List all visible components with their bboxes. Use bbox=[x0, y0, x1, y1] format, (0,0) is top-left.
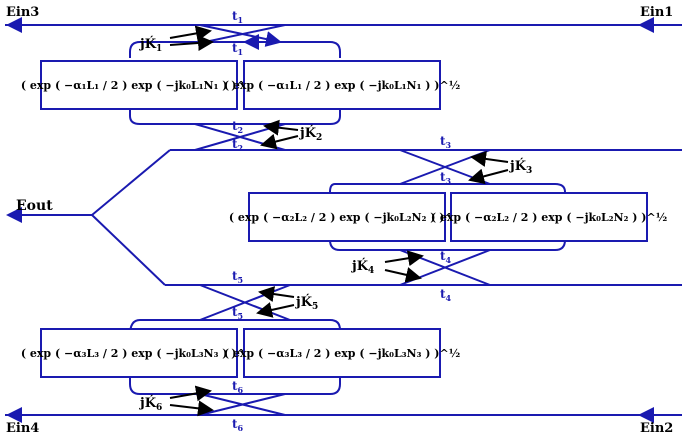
kappa-3-arrow-a bbox=[470, 151, 509, 167]
ring1-left-formula: ( exp ( −α₁L₁ / 2 ) exp ( −jk₀L₁N₁ ) )^½ bbox=[20, 78, 258, 92]
ring3-right-arm-box: ( exp ( −α₃L₃ / 2 ) exp ( −jk₀L₃N₃ ) )^½ bbox=[224, 328, 460, 378]
kappa-label-2: jḰ2 bbox=[299, 125, 322, 143]
coupler-t6-cross-b bbox=[199, 393, 286, 416]
ring3-right-formula: ( exp ( −α₃L₃ / 2 ) exp ( −jk₀L₃N₃ ) )^½ bbox=[223, 346, 461, 360]
kappa-label-3: jḰ3 bbox=[509, 158, 532, 176]
coupler-label-t4-bottom: t4 bbox=[440, 287, 452, 303]
kappa-4-arrow-a bbox=[384, 250, 424, 267]
coupler-label-t2-top: t2 bbox=[232, 119, 243, 135]
ring1-bottom bbox=[129, 110, 341, 125]
ring2-tl bbox=[329, 183, 345, 193]
kappa-label-5: jḰ5 bbox=[295, 294, 318, 312]
kappa-label-6: jḰ6 bbox=[139, 395, 162, 413]
kappa-5-arrow-a bbox=[258, 286, 295, 302]
ring3-left-formula: ( exp ( −α₃L₃ / 2 ) exp ( −jk₀L₃N₃ ) )^½ bbox=[20, 346, 258, 360]
kappa-label-1: jḰ1 bbox=[139, 36, 162, 54]
port-label-ein3: Ein3 bbox=[6, 5, 39, 20]
coupler-label-t3-bottom: t3 bbox=[440, 170, 452, 186]
coupler-label-t6-top: t6 bbox=[232, 379, 244, 395]
coupler-t1-cross-a bbox=[199, 24, 282, 47]
coupler-label-t5-top: t5 bbox=[232, 269, 243, 285]
kappa-5-arrow-b bbox=[256, 302, 295, 318]
y-branch-lower bbox=[91, 214, 166, 286]
port-label-ein4: Ein4 bbox=[6, 421, 39, 436]
ring3-left-arm-box: ( exp ( −α₃L₃ / 2 ) exp ( −jk₀L₃N₃ ) )^½ bbox=[21, 328, 257, 378]
coupler-label-t3-top: t3 bbox=[440, 134, 452, 150]
kappa-2-arrow-b bbox=[260, 133, 299, 150]
kappa-6-arrow-a bbox=[169, 385, 212, 402]
ring1-right-formula: ( exp ( −α₁L₁ / 2 ) exp ( −jk₀L₁N₁ ) )^½ bbox=[223, 78, 461, 92]
port-label-ein1: Ein1 bbox=[640, 5, 673, 20]
coupler-label-t4-top: t4 bbox=[440, 249, 452, 265]
ring2-top bbox=[335, 183, 566, 193]
ring2-left-formula: ( exp ( −α₂L₂ / 2 ) exp ( −jk₀L₂N₂ ) )^½ bbox=[228, 210, 466, 224]
port-label-ein2: Ein2 bbox=[640, 421, 673, 436]
y-branch-upper bbox=[91, 149, 171, 216]
coupler-label-t1-bottom: t1 bbox=[232, 41, 243, 57]
ring1-left-arm-box: ( exp ( −α₁L₁ / 2 ) exp ( −jk₀L₁N₁ ) )^½ bbox=[21, 60, 257, 110]
coupler-label-t6-bottom: t6 bbox=[232, 417, 244, 433]
ring2-right-arm-box: ( exp ( −α₂L₂ / 2 ) exp ( −jk₀L₂N₂ ) )^½ bbox=[431, 192, 667, 242]
ring1-right-arm-box: ( exp ( −α₁L₁ / 2 ) exp ( −jk₀L₁N₁ ) )^½ bbox=[224, 60, 460, 110]
ring3-top bbox=[129, 319, 341, 336]
ring2-left-arm-box: ( exp ( −α₂L₂ / 2 ) exp ( −jk₀L₂N₂ ) )^½ bbox=[229, 192, 465, 242]
kappa-1-arrow-a bbox=[169, 25, 212, 42]
kappa-1-arrow-b bbox=[169, 35, 214, 51]
coupler-label-t1-top: t1 bbox=[232, 9, 243, 25]
ring2-bottom bbox=[329, 239, 566, 251]
coupler-t1-cross-b bbox=[204, 24, 286, 43]
kappa-3-arrow-b bbox=[468, 168, 509, 185]
kappa-label-4: jḰ4 bbox=[351, 258, 374, 276]
coupler-label-t2-bottom: t2 bbox=[232, 137, 243, 153]
ring1-top bbox=[129, 41, 341, 58]
kappa-6-arrow-b bbox=[169, 400, 214, 417]
ring3-bottom bbox=[129, 376, 341, 395]
kappa-2-arrow-a bbox=[263, 119, 299, 136]
coupler-label-t5-bottom: t5 bbox=[232, 305, 243, 321]
kappa-4-arrow-b bbox=[384, 267, 422, 283]
port-label-eout: Eout bbox=[16, 198, 53, 214]
ring2-right-formula: ( exp ( −α₂L₂ / 2 ) exp ( −jk₀L₂N₂ ) )^½ bbox=[430, 210, 668, 224]
